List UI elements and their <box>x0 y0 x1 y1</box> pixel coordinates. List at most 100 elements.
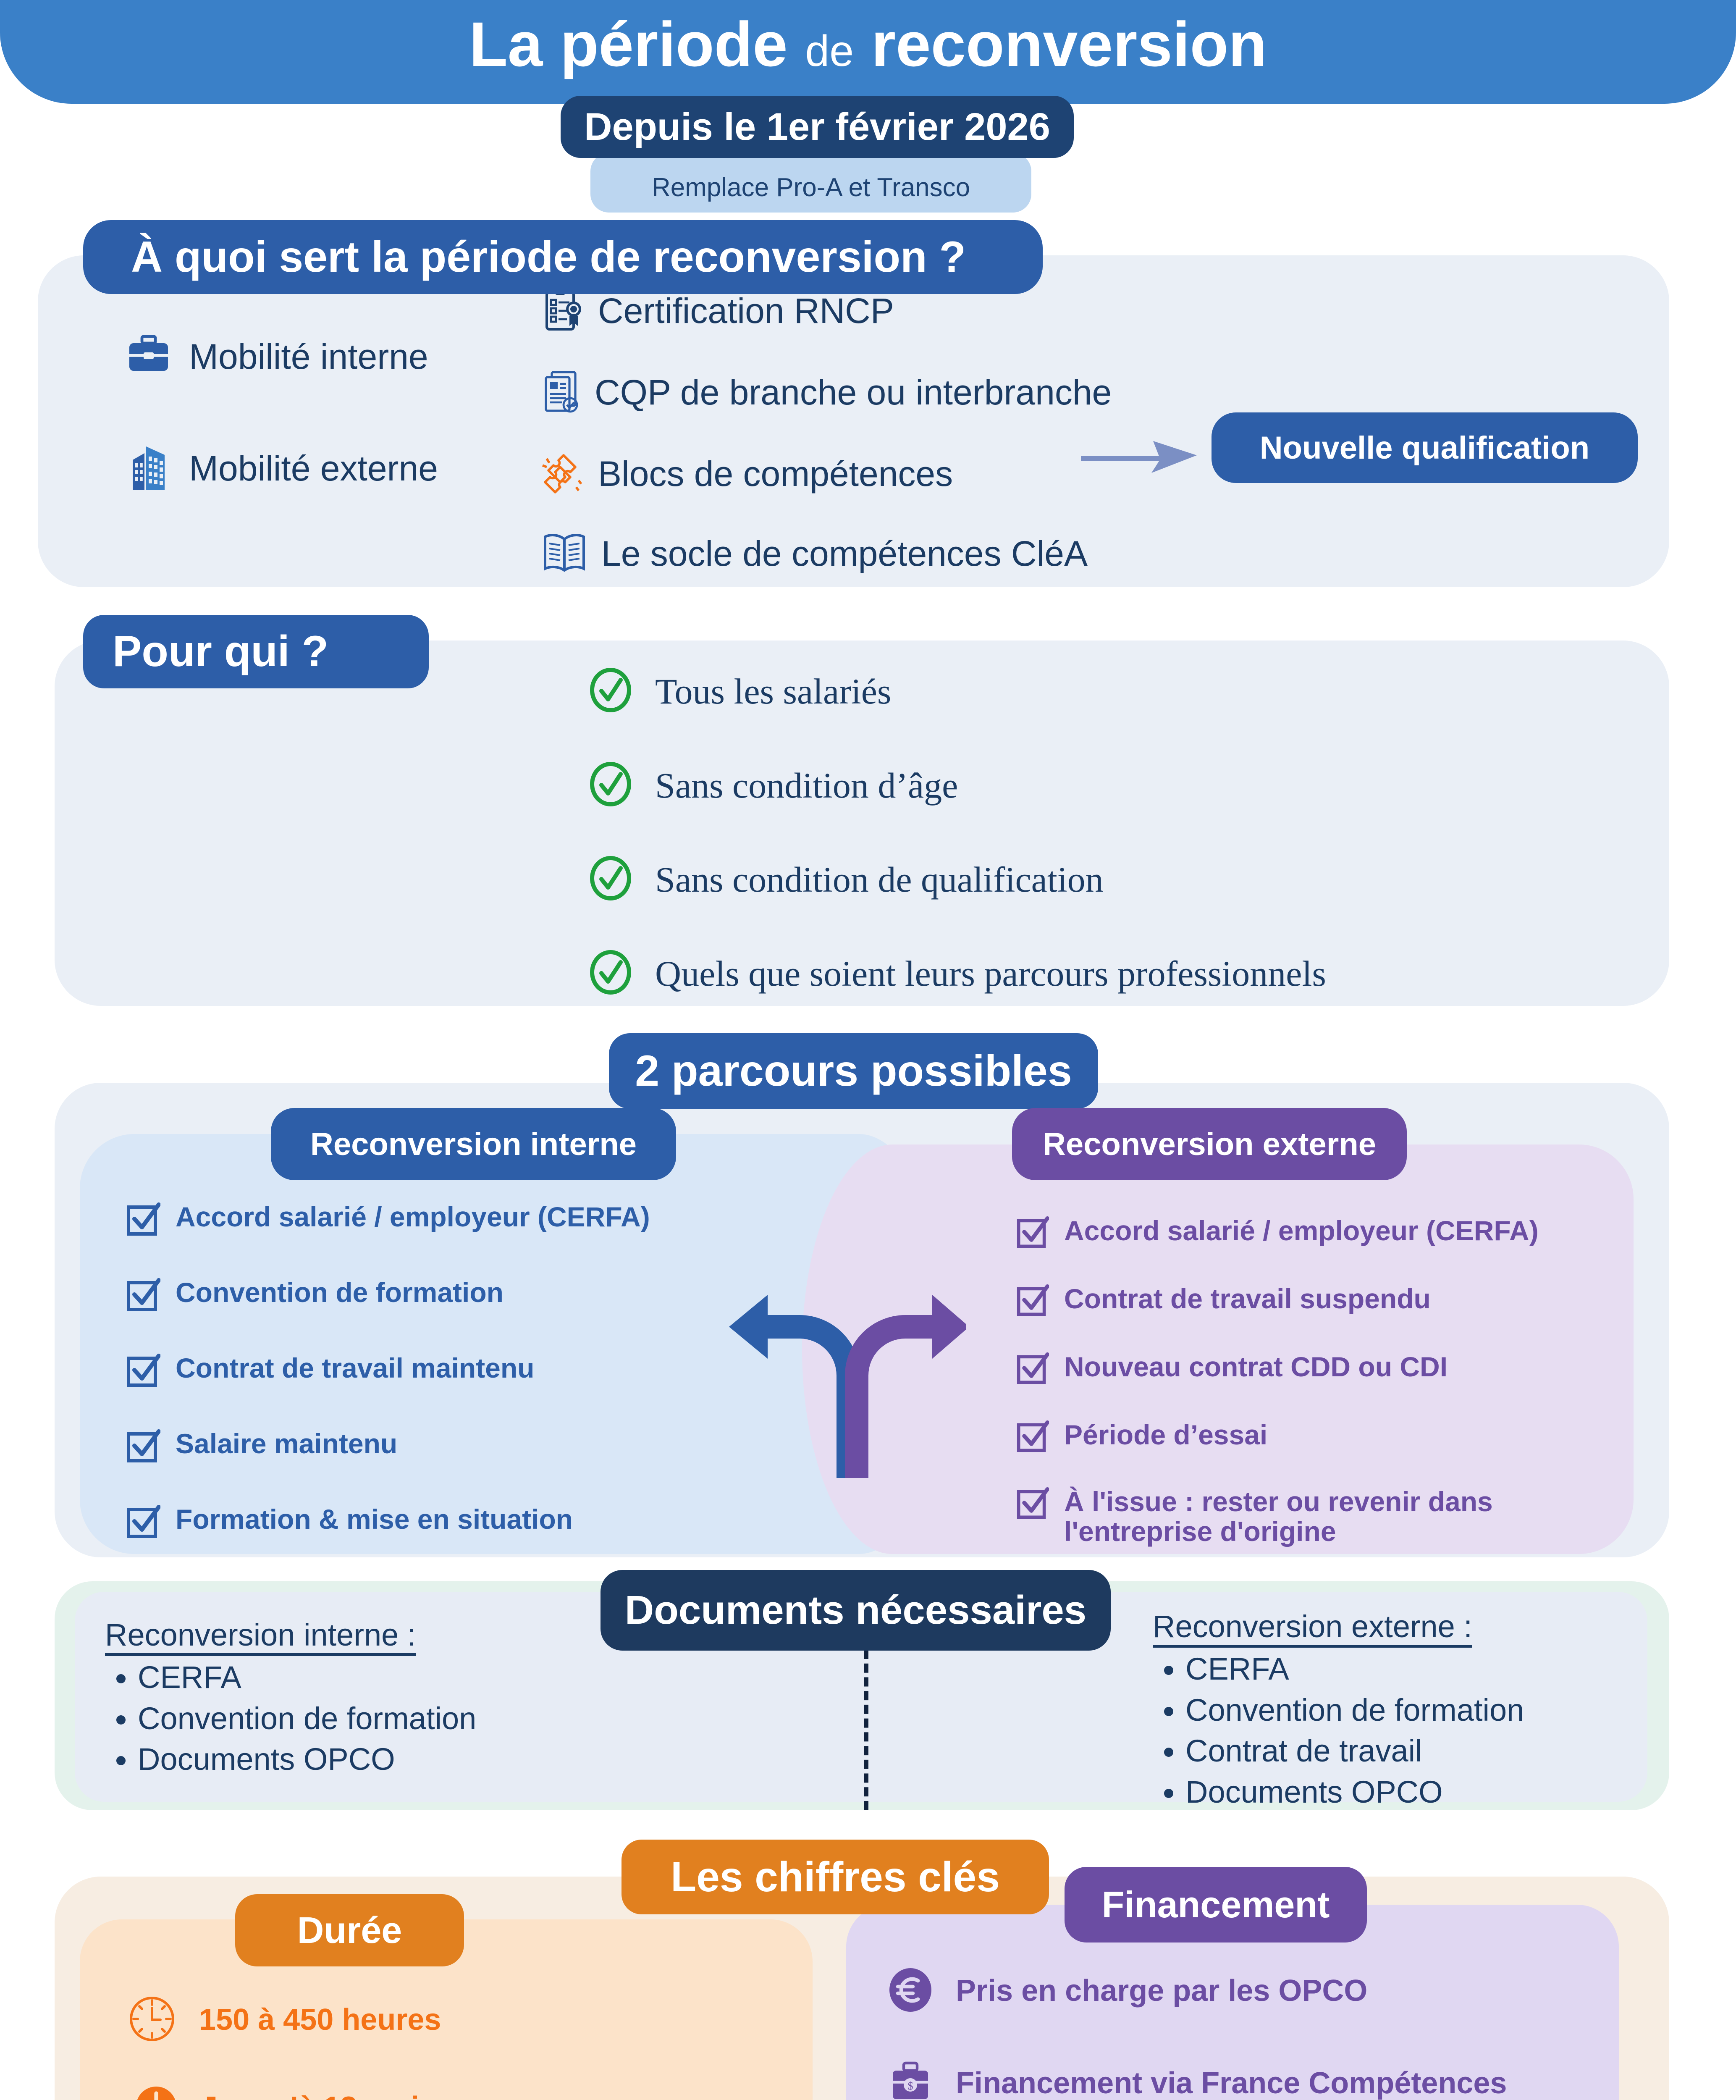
clock-filled-icon <box>133 2083 180 2100</box>
external-item-5: À l'issue : rester ou revenir dans l'ent… <box>1016 1486 1571 1547</box>
audience-item-3: Sans condition de qualification <box>588 856 1104 903</box>
financing-tab-label: Financement <box>1101 1884 1330 1925</box>
purpose-section-title: À quoi sert la période de reconversion ? <box>83 220 1043 294</box>
certification-item-rncp: Certification RNCP <box>542 287 894 335</box>
tab-reconversion-externe-label: Reconversion externe <box>1042 1126 1377 1162</box>
paths-section-title-label: 2 parcours possibles <box>635 1046 1072 1095</box>
documents-external-heading: Reconversion externe : <box>1153 1609 1472 1644</box>
figures-section-title: Les chiffres clés <box>621 1840 1049 1914</box>
euro-coin-icon <box>886 1966 935 2016</box>
clipboard-certificate-icon <box>542 287 584 335</box>
paths-section-title: 2 parcours possibles <box>609 1033 1098 1109</box>
list-item: Contrat de travail <box>1185 1730 1524 1772</box>
briefcase-money-filled-icon: $ <box>886 2058 935 2100</box>
audience-item-4-label: Quels que soient leurs parcours professi… <box>655 953 1326 994</box>
internal-item-1-label: Accord salarié / employeur (CERFA) <box>176 1201 650 1232</box>
external-item-1: Accord salarié / employeur (CERFA) <box>1016 1215 1539 1251</box>
external-item-5-label: À l'issue : rester ou revenir dans l'ent… <box>1064 1486 1493 1547</box>
green-check-circle-icon <box>588 856 633 903</box>
internal-item-2-label: Convention de formation <box>176 1277 503 1308</box>
duration-item-1-label: 150 à 450 heures <box>199 2003 441 2037</box>
internal-item-4-label: Salaire maintenu <box>176 1428 398 1459</box>
documents-internal-heading: Reconversion interne : <box>105 1617 416 1652</box>
external-item-2-label: Contrat de travail suspendu <box>1064 1283 1431 1314</box>
external-item-3: Nouveau contrat CDD ou CDI <box>1016 1352 1448 1387</box>
checkbox-checked-icon <box>1016 1420 1049 1455</box>
internal-item-3-label: Contrat de travail maintenu <box>176 1352 535 1383</box>
checkbox-checked-icon <box>126 1429 161 1465</box>
audience-item-2: Sans condition d’âge <box>588 761 958 809</box>
financing-tab[interactable]: Financement <box>1065 1867 1367 1942</box>
fork-arrows-icon <box>680 1250 969 1487</box>
external-item-4: Période d’essai <box>1016 1420 1267 1455</box>
page-title-part3: reconversion <box>871 9 1267 79</box>
purpose-section-title-label: À quoi sert la période de reconversion ? <box>131 232 966 281</box>
replaces-badge-label: Remplace Pro-A et Transco <box>651 173 970 202</box>
duration-item-1: 150 à 450 heures <box>126 1993 441 2047</box>
checkbox-checked-icon <box>126 1504 161 1541</box>
document-check-icon <box>542 369 580 416</box>
list-item: CERFA <box>138 1657 476 1698</box>
checkbox-checked-icon <box>1016 1216 1049 1251</box>
green-check-circle-icon <box>588 667 633 715</box>
figures-section-title-label: Les chiffres clés <box>671 1853 1000 1900</box>
mobility-item-internal-label: Mobilité interne <box>189 337 428 376</box>
effective-date-badge: Depuis le 1er février 2026 <box>561 96 1074 158</box>
replaces-badge: Remplace Pro-A et Transco <box>590 153 1031 213</box>
audience-item-2-label: Sans condition d’âge <box>655 765 958 806</box>
open-book-icon <box>542 532 587 576</box>
tab-reconversion-interne[interactable]: Reconversion interne <box>271 1108 676 1180</box>
audience-item-1: Tous les salariés <box>588 667 891 715</box>
mobility-item-internal: Mobilité interne <box>126 334 428 380</box>
page-title-part2: de <box>805 27 854 76</box>
certification-item-blocks: Blocs de compétences <box>542 450 953 498</box>
external-item-1-label: Accord salarié / employeur (CERFA) <box>1064 1215 1539 1246</box>
certification-item-clea: Le socle de compétences CléA <box>542 532 1088 576</box>
documents-internal-list: CERFA Convention de formation Documents … <box>105 1657 476 1780</box>
checkbox-checked-icon <box>126 1278 161 1314</box>
external-item-3-label: Nouveau contrat CDD ou CDI <box>1064 1351 1448 1382</box>
paths-internal-blob <box>80 1134 949 1554</box>
documents-external-column: Reconversion externe : CERFA Convention … <box>1153 1609 1524 1813</box>
duration-tab[interactable]: Durée <box>235 1894 464 1966</box>
building-icon <box>126 443 171 494</box>
checkbox-checked-icon <box>1016 1487 1049 1522</box>
internal-item-2: Convention de formation <box>126 1277 503 1314</box>
internal-item-3: Contrat de travail maintenu <box>126 1353 535 1390</box>
header-band <box>0 0 1736 104</box>
certification-item-clea-label: Le socle de compétences CléA <box>601 534 1088 573</box>
puzzle-icon <box>542 450 584 498</box>
green-check-circle-icon <box>588 761 633 809</box>
certification-item-cqp-label: CQP de branche ou interbranche <box>595 373 1112 412</box>
audience-item-1-label: Tous les salariés <box>655 671 892 711</box>
list-item: Documents OPCO <box>138 1739 476 1780</box>
internal-item-4: Salaire maintenu <box>126 1428 398 1465</box>
documents-internal-column: Reconversion interne : CERFA Convention … <box>105 1617 476 1780</box>
tab-reconversion-interne-label: Reconversion interne <box>310 1126 637 1162</box>
duration-tab-label: Durée <box>297 1909 402 1951</box>
page-title: La période de reconversion <box>0 13 1736 76</box>
external-item-4-label: Période d’essai <box>1064 1419 1268 1450</box>
duration-item-2: Jusqu’à 12 mois <box>133 2083 436 2100</box>
svg-text:$: $ <box>908 2080 913 2092</box>
external-item-2: Contrat de travail suspendu <box>1016 1284 1431 1319</box>
internal-item-5-label: Formation & mise en situation <box>176 1504 573 1535</box>
documents-divider <box>864 1650 868 1810</box>
audience-section-title: Pour qui ? <box>83 615 429 688</box>
documents-section-title: Documents nécessaires <box>601 1570 1111 1651</box>
audience-item-4: Quels que soient leurs parcours professi… <box>588 950 1326 997</box>
financing-item-2-label: Financement via France Compétences <box>956 2066 1507 2100</box>
audience-section-title-label: Pour qui ? <box>113 627 329 676</box>
new-qualification-label: Nouvelle qualification <box>1259 430 1590 466</box>
right-arrow-icon <box>1079 424 1201 481</box>
mobility-item-external-label: Mobilité externe <box>189 449 438 488</box>
checkbox-checked-icon <box>126 1353 161 1390</box>
certification-item-rncp-label: Certification RNCP <box>598 291 894 331</box>
internal-item-5: Formation & mise en situation <box>126 1504 573 1541</box>
tab-reconversion-externe[interactable]: Reconversion externe <box>1012 1108 1407 1180</box>
financing-item-1: Pris en charge par les OPCO <box>886 1966 1367 2016</box>
duration-item-2-label: Jusqu’à 12 mois <box>201 2091 436 2100</box>
new-qualification-badge: Nouvelle qualification <box>1212 412 1638 483</box>
list-item: Documents OPCO <box>1185 1772 1524 1813</box>
clock-outline-icon <box>126 1993 178 2047</box>
